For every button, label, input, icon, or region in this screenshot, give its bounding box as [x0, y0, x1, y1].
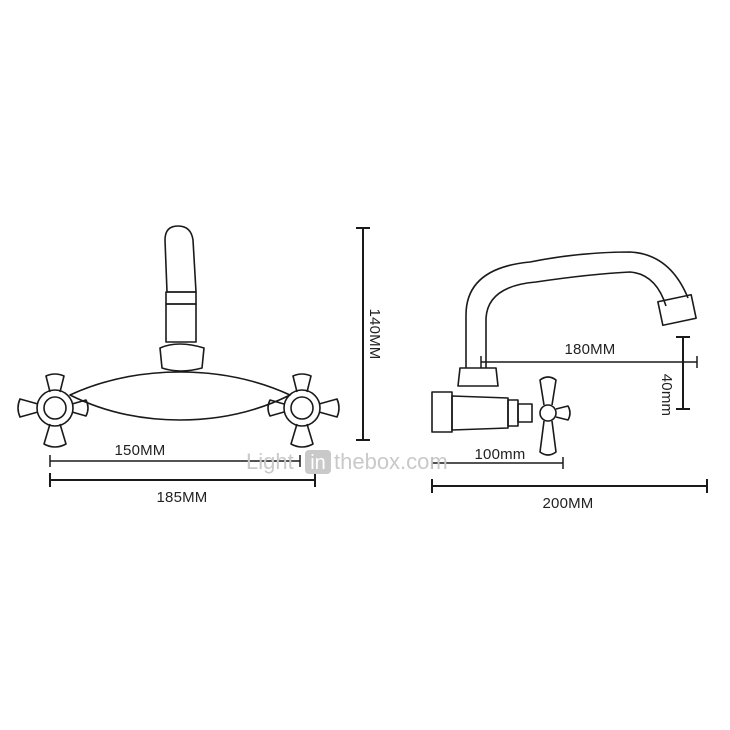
front-left-handle-up	[45, 373, 65, 393]
side-body	[451, 395, 509, 431]
label-40mm: 40mm	[658, 374, 675, 416]
side-spout-outer	[465, 251, 689, 368]
front-dimensions	[49, 227, 370, 487]
front-left-valve-outer	[36, 389, 74, 427]
side-spout-inner	[485, 271, 667, 368]
side-view-faucet	[431, 251, 697, 456]
front-right-valve-outer	[283, 389, 321, 427]
label-185mm: 185MM	[156, 489, 207, 506]
side-spout-tip	[657, 293, 697, 327]
label-150mm: 150MM	[114, 442, 165, 459]
front-spout-neck	[165, 303, 197, 343]
label-180mm: 180MM	[564, 341, 615, 358]
side-handle-down	[539, 420, 557, 456]
front-view-faucet	[17, 225, 340, 448]
label-200mm: 200MM	[542, 495, 593, 512]
watermark-part1: Light	[246, 449, 294, 474]
front-left-valve-inner	[43, 396, 67, 420]
side-handle-up	[539, 376, 557, 406]
front-right-handle-up	[292, 373, 312, 393]
side-valve	[539, 404, 557, 422]
front-right-handle-left	[267, 399, 285, 417]
label-100mm: 100mm	[474, 446, 525, 463]
side-dimensions	[431, 336, 708, 493]
front-left-handle-down	[43, 423, 67, 448]
side-handle-right	[555, 405, 571, 421]
front-spout-base	[159, 343, 205, 372]
watermark-part2: in	[310, 452, 326, 474]
label-140mm: 140MM	[366, 308, 383, 359]
front-spout-top	[164, 225, 197, 293]
watermark-part3: thebox.com	[334, 449, 448, 474]
side-spout-collar	[457, 367, 499, 387]
watermark-badge	[305, 450, 331, 474]
side-body-nut	[517, 403, 533, 423]
front-right-valve-inner	[290, 396, 314, 420]
watermark-logo: Light in thebox.com	[246, 449, 448, 474]
front-right-handle-down	[290, 423, 314, 448]
front-left-handle-right	[71, 399, 89, 417]
front-left-handle-left	[17, 398, 39, 418]
front-right-handle-right	[318, 398, 340, 418]
